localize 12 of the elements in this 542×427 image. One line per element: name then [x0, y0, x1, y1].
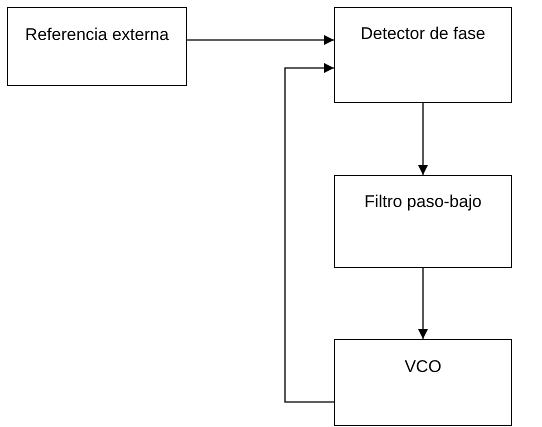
process-box — [334, 339, 512, 426]
process-box — [7, 7, 187, 86]
box-label: Referencia externa — [24, 24, 170, 46]
box-label: Detector de fase — [360, 23, 486, 45]
box-label: Filtro paso-bajo — [363, 191, 483, 213]
process-box — [334, 7, 512, 103]
process-box — [334, 175, 512, 268]
arrow — [418, 268, 428, 339]
box-label: VCO — [404, 356, 442, 378]
arrow — [418, 103, 428, 175]
arrow — [284, 63, 334, 403]
arrow — [187, 35, 334, 45]
